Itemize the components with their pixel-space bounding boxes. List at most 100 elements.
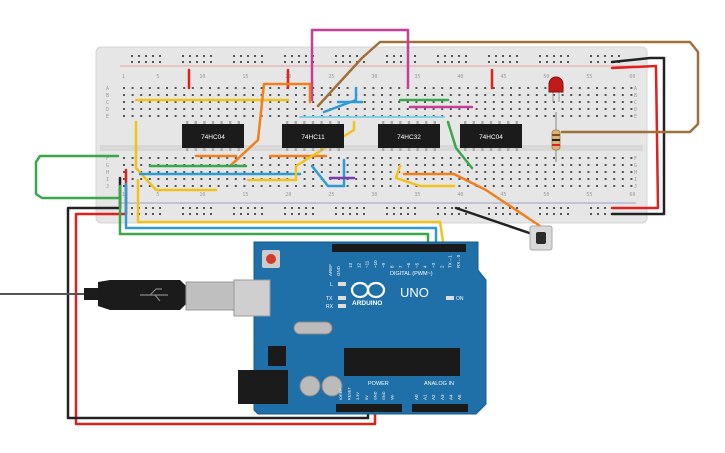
hole xyxy=(578,115,581,117)
hole xyxy=(544,101,547,103)
hole xyxy=(553,171,555,173)
wire-green-chip[interactable] xyxy=(446,120,474,170)
hole xyxy=(381,178,383,180)
rail-hole xyxy=(451,213,453,215)
hole xyxy=(381,185,383,187)
hole xyxy=(166,185,168,187)
row-letter: A xyxy=(634,86,637,92)
rail-hole xyxy=(240,55,242,57)
arduino-uno[interactable]: ARDUINO UNO DIGITAL (PWM~) POWER ANALOG … xyxy=(233,241,487,415)
hole xyxy=(604,178,607,180)
rail-hole xyxy=(451,207,453,209)
hole xyxy=(484,171,487,173)
hole xyxy=(252,101,254,103)
hole xyxy=(458,157,461,159)
hole xyxy=(277,94,280,96)
hole xyxy=(398,87,401,89)
rail-hole xyxy=(284,213,286,215)
hole xyxy=(320,157,323,159)
rail-hole xyxy=(145,207,147,209)
hole xyxy=(123,164,125,166)
wire-orange-right[interactable] xyxy=(402,172,542,228)
ic-chip[interactable]: 74HC04 xyxy=(182,121,244,151)
rail-hole xyxy=(560,207,562,209)
hole xyxy=(561,185,564,187)
hole xyxy=(467,94,469,96)
hole xyxy=(510,94,512,96)
column-number: 15 xyxy=(242,74,248,80)
rail-hole xyxy=(189,207,191,209)
wire-black-right[interactable] xyxy=(610,56,666,216)
hole xyxy=(578,157,581,159)
hole xyxy=(604,108,607,110)
hole xyxy=(596,178,598,180)
red-led[interactable] xyxy=(548,76,564,102)
wire-orange-top[interactable] xyxy=(228,82,312,168)
hole xyxy=(269,171,272,173)
hole xyxy=(372,101,375,103)
hole xyxy=(226,108,229,110)
hole xyxy=(544,178,547,180)
rail-hole xyxy=(451,61,453,63)
hole xyxy=(166,87,168,89)
wire-black-button[interactable] xyxy=(454,206,540,238)
hole xyxy=(398,94,401,96)
wire-red-right[interactable] xyxy=(610,64,660,210)
ic-chip[interactable]: 74HC32 xyxy=(378,121,440,151)
analog-header[interactable] xyxy=(412,404,468,412)
gnd-label: GND xyxy=(336,265,341,276)
hole xyxy=(441,178,444,180)
rail-hole xyxy=(284,207,286,209)
hole xyxy=(277,87,280,89)
wire-magenta-top[interactable] xyxy=(310,28,410,102)
hole xyxy=(570,87,573,89)
hole xyxy=(148,94,151,96)
hole xyxy=(527,164,530,166)
wire-brown[interactable] xyxy=(316,40,700,134)
hole xyxy=(209,94,211,96)
hole xyxy=(467,157,469,159)
wire-green-loop[interactable] xyxy=(34,154,120,200)
rail-hole xyxy=(182,213,184,215)
wire-yellow-left[interactable] xyxy=(134,120,218,192)
pushbutton[interactable] xyxy=(529,225,553,251)
digital-header[interactable] xyxy=(332,244,466,252)
hole xyxy=(587,87,590,89)
resistor[interactable] xyxy=(551,112,561,162)
hole xyxy=(406,157,409,159)
hole xyxy=(123,115,125,117)
wire-yellow-pin[interactable] xyxy=(136,178,446,250)
power-pin-header[interactable] xyxy=(336,404,402,412)
hole xyxy=(596,94,598,96)
hole xyxy=(166,171,168,173)
ic-chip[interactable]: 74HC04 xyxy=(460,121,522,151)
ic-chips[interactable]: 74HC04 74HC11 74HC32 74HC04 xyxy=(182,121,522,151)
row-letter: B xyxy=(106,93,109,99)
hole xyxy=(234,94,237,96)
wire-yellow-mid[interactable] xyxy=(246,120,356,182)
hole xyxy=(578,87,581,89)
hole xyxy=(123,157,125,159)
hole xyxy=(355,178,358,180)
hole xyxy=(587,108,590,110)
hole xyxy=(501,178,504,180)
hole xyxy=(441,164,444,166)
wire-blue-mid2[interactable] xyxy=(310,158,346,188)
ic-chip[interactable]: 74HC11 xyxy=(282,121,344,151)
column-number: 35 xyxy=(414,74,420,80)
hole xyxy=(148,115,151,117)
hole xyxy=(303,101,306,103)
rail-hole xyxy=(152,61,154,63)
wires[interactable] xyxy=(34,28,700,426)
wire-yellow-right[interactable] xyxy=(394,164,456,188)
rail-hole xyxy=(247,207,249,209)
rail-hole xyxy=(553,207,555,209)
hole xyxy=(398,101,401,103)
hole xyxy=(234,108,237,110)
breadboard[interactable]: 1155101015152020252530303535404045455050… xyxy=(95,46,648,224)
digital-pin-label: 8 xyxy=(390,265,395,268)
wire-green-pin[interactable] xyxy=(118,184,430,250)
wire-blue-pin[interactable] xyxy=(124,182,438,250)
wire-blue-top[interactable] xyxy=(322,86,358,114)
hole xyxy=(406,164,409,166)
